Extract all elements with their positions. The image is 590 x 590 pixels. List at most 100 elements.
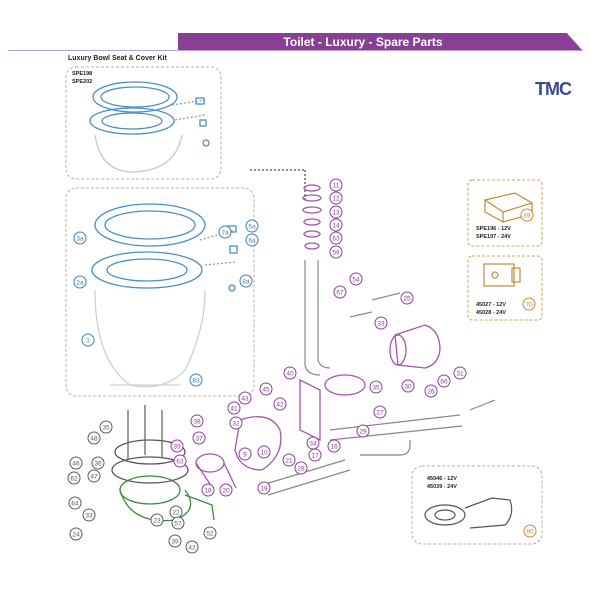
callout-circle <box>424 384 438 398</box>
callout-circle <box>259 382 273 396</box>
callout-circle <box>219 483 233 497</box>
box-70-code: 45028 - 24V <box>476 310 506 316</box>
callout-circle <box>150 513 164 527</box>
box-80-part <box>424 497 513 529</box>
box-69-code: SPE196 - 12V <box>476 226 511 232</box>
callout-circle <box>81 333 95 347</box>
callout-circle <box>91 456 105 470</box>
callout-circle <box>257 445 271 459</box>
pipe-drawing <box>250 169 496 496</box>
callout-circle <box>227 401 241 415</box>
callout-number: 31 <box>456 370 464 377</box>
callout-number: 36 <box>94 460 102 467</box>
callout-number: 26 <box>427 388 435 395</box>
callout-circle <box>294 461 308 475</box>
callout-number: 63 <box>332 235 340 242</box>
callout-number: 63 <box>176 458 184 465</box>
callout-circle <box>401 379 415 393</box>
callout-number: 64 <box>71 500 79 507</box>
callout-circle <box>329 191 343 205</box>
base-drawing <box>111 405 215 522</box>
callout-number: 2a <box>76 279 84 286</box>
callout-circle <box>283 366 297 380</box>
callout-number: 67 <box>336 289 344 296</box>
box-70-code: 45027 - 12V <box>476 302 506 308</box>
callout-circle <box>69 456 83 470</box>
callout-number: 29 <box>359 428 367 435</box>
callout-number: 1 <box>86 337 90 344</box>
callout-circle <box>329 178 343 192</box>
box-80-code: 45046 - 12V <box>427 476 457 482</box>
seat-kit-drawing <box>89 81 210 173</box>
callout-number: 23 <box>153 517 161 524</box>
callout-circle <box>82 508 96 522</box>
callout-circle <box>73 275 87 289</box>
callout-circle <box>201 483 215 497</box>
callout-circle <box>329 218 343 232</box>
callout-circle <box>192 431 206 445</box>
callout-circle <box>190 414 204 428</box>
callout-circle <box>373 405 387 419</box>
callout-circle <box>87 431 101 445</box>
callout-circle <box>239 274 253 288</box>
callout-circle <box>245 219 259 233</box>
callout-circle <box>68 496 82 510</box>
callout-circle <box>333 285 347 299</box>
callout-number: 46 <box>72 460 80 467</box>
callout-number: 45 <box>262 386 270 393</box>
callout-circle <box>203 526 217 540</box>
callout-number: 35 <box>102 424 110 431</box>
callout-circle <box>99 420 113 434</box>
callout-number: 12 <box>332 195 340 202</box>
callout-number: 21 <box>285 457 293 464</box>
callout-circle <box>238 447 252 461</box>
callout-circle <box>257 481 271 495</box>
box-70-part <box>483 263 521 287</box>
callout-number: 41 <box>230 405 238 412</box>
seat-kit-code: SPE202 <box>72 79 93 85</box>
callout-number: 11 <box>333 182 340 189</box>
seat-kit-code: SPE198 <box>72 71 93 77</box>
callout-circle <box>218 225 232 239</box>
callout-number: 22 <box>172 509 180 516</box>
callout-circle <box>329 205 343 219</box>
box-80-frame <box>411 465 543 545</box>
callout-circle <box>520 208 534 222</box>
callout-circle <box>185 540 199 554</box>
box-80-code: 45039 - 24V <box>427 484 457 490</box>
seat-kit-title: Luxury Bowl Seat & Cover Kit <box>68 55 167 62</box>
callout-circle <box>327 439 341 453</box>
callout-circle <box>69 527 83 541</box>
callout-circle <box>245 233 259 247</box>
callout-number: 66 <box>440 378 448 385</box>
callout-circle <box>173 454 187 468</box>
callout-number: 38 <box>193 418 201 425</box>
callout-number: 69 <box>523 212 531 219</box>
callout-number: 20 <box>222 487 230 494</box>
callout-circle <box>67 471 81 485</box>
callout-number: 33 <box>85 512 93 519</box>
callout-circle <box>329 245 343 259</box>
callout-number: 10 <box>260 449 268 456</box>
pipe-fittings <box>302 184 322 250</box>
callout-circle <box>189 373 203 387</box>
callout-circle <box>374 316 388 330</box>
callout-number: 47 <box>90 473 98 480</box>
callout-circle <box>168 534 182 548</box>
callout-number: 39 <box>173 443 181 450</box>
callout-number: 80 <box>526 528 534 535</box>
callout-circle <box>437 374 451 388</box>
callout-circle <box>522 297 536 311</box>
callout-number: 57 <box>174 520 182 527</box>
callout-number: 43 <box>241 395 249 402</box>
bowl-assembly-box <box>65 187 255 397</box>
callout-circle <box>369 380 383 394</box>
box-69-frame <box>467 179 543 247</box>
callout-number: 14 <box>332 222 340 229</box>
callout-number: 32 <box>232 420 240 427</box>
callout-circle <box>73 231 87 245</box>
callout-number: 9 <box>243 451 247 458</box>
callout-number: 5a <box>248 223 256 230</box>
callout-circle <box>87 469 101 483</box>
callout-circle <box>273 397 287 411</box>
